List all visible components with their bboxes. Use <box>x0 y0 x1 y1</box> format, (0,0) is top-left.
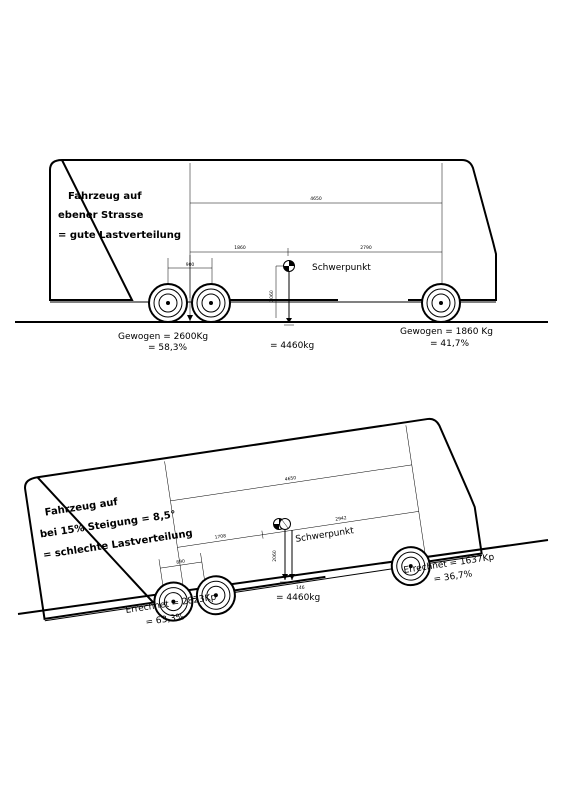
incline-dim-front-to-cg: 1708 <box>214 533 226 541</box>
incline-body-outline <box>24 417 483 620</box>
total-weight: = 4460kg <box>270 341 314 351</box>
cg-arrow <box>286 318 292 323</box>
dim-cg-to-rear: 2790 <box>360 245 372 251</box>
front-axle-weight: Gewogen = 1860 Kg <box>400 327 493 337</box>
dim-overall: 4650 <box>310 196 322 202</box>
rear-axle-percent: = 58,3% <box>148 343 187 353</box>
incline-road-line <box>17 539 549 615</box>
front-wheel <box>421 283 461 323</box>
incline-rear-wheel-1 <box>153 581 194 622</box>
rear-wheel-2 <box>191 283 231 323</box>
incline-dim-cg-height: 2060 <box>272 550 278 562</box>
incline-cab-partition <box>164 461 185 596</box>
rear-wheel-1 <box>148 283 188 323</box>
title-line-3: = gute Lastverteilung <box>58 230 181 241</box>
front-axle-percent: = 41,7% <box>430 339 469 349</box>
level-road-diagram: 4650 1860 2790 900 2060 Schwerpunkt <box>15 158 548 353</box>
incline-total-weight: = 4460kg <box>276 593 320 603</box>
vehicle-body-outline <box>49 158 497 301</box>
dim-cg-height: 2060 <box>269 290 275 302</box>
title-line-1: Fahrzeug auf <box>68 191 142 202</box>
incline-front-reference <box>405 425 427 560</box>
incline-dim-cg-to-rear: 2942 <box>335 515 347 523</box>
incline-dim-offset: 146 <box>296 585 305 591</box>
incline-front-wheel <box>390 546 431 587</box>
incline-dim-split-tick <box>261 530 264 539</box>
dim-front-to-cg: 1860 <box>234 245 246 251</box>
incline-dim-tandem: 890 <box>176 558 186 565</box>
incline-dim-overall-line <box>170 464 412 502</box>
incline-dim-overall: 4650 <box>284 475 296 483</box>
title-line-2: ebener Strasse <box>58 210 144 221</box>
incline-dim-split-line <box>177 511 419 548</box>
incline-cg-arrow-2 <box>289 574 295 580</box>
incline-dim-tandem-line <box>160 561 202 569</box>
incline-cg-ghost-cross <box>281 519 289 529</box>
cg-label: Schwerpunkt <box>312 263 371 273</box>
incline-rear-wheel-2 <box>195 575 236 616</box>
cg-symbol <box>283 260 295 272</box>
rear-load-arrow <box>187 315 193 321</box>
incline-cg-arrow <box>282 574 288 580</box>
rear-axle-weight: Gewogen = 2600Kg <box>118 332 208 342</box>
